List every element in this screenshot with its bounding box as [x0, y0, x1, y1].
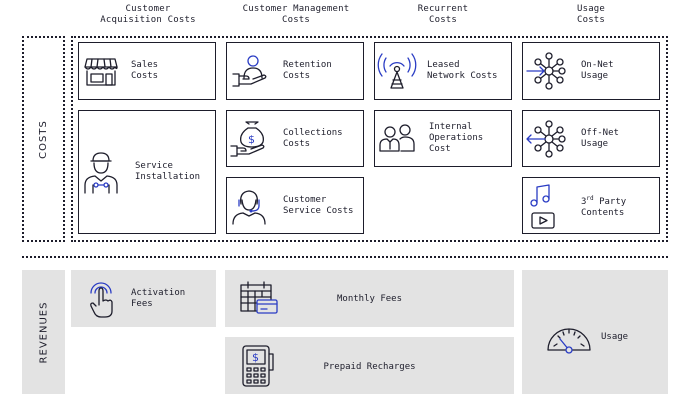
activation-fees-label: Activation Fees: [131, 287, 186, 309]
svg-text:$: $: [248, 133, 255, 146]
on-net-usage-label: On-Net Usage: [581, 60, 614, 81]
gauge-icon: [546, 322, 592, 357]
usage-revenue-card: Usage: [522, 270, 668, 394]
leased-network-costs-label: Leased Network Costs: [427, 60, 498, 81]
touch-icon: [71, 279, 131, 319]
costs-section-label: COSTS: [22, 36, 65, 242]
customer-service-costs-card: Customer Service Costs: [226, 177, 364, 234]
column-heading-usage: Usage Costs: [576, 4, 606, 25]
customer-service-costs-label: Customer Service Costs: [283, 194, 354, 216]
third-party-superscript: rd: [586, 194, 594, 202]
network-out-icon: [523, 119, 567, 158]
music-video-icon: [523, 183, 567, 229]
column-heading-acquisition: Customer Acquisition Costs: [100, 4, 196, 25]
off-net-usage-card: Off-Net Usage: [522, 110, 660, 167]
usage-revenue-label: Usage: [601, 332, 629, 342]
headset-agent-icon: [227, 186, 271, 226]
handshake-person-icon: [227, 54, 271, 88]
retention-costs-card: Retention Costs: [226, 42, 364, 100]
antenna-tower-icon: [375, 52, 419, 90]
money-bag-hand-icon: $: [227, 120, 271, 158]
team-icon: [375, 123, 419, 155]
off-net-usage-label: Off-Net Usage: [581, 127, 619, 149]
third-party-prefix: 3: [581, 196, 587, 207]
revenues-label-text: REVENUES: [38, 301, 49, 363]
prepaid-recharges-label: Prepaid Recharges: [323, 362, 416, 372]
svg-text:$: $: [252, 351, 259, 364]
leased-network-costs-card: Leased Network Costs: [374, 42, 512, 100]
technician-icon: [79, 149, 123, 195]
costs-label-text: COSTS: [37, 119, 49, 159]
retention-costs-label: Retention Costs: [283, 60, 332, 81]
third-party-rest: Party Contents: [581, 196, 627, 218]
costs-container: [71, 36, 668, 242]
internal-operations-card: Internal Operations Cost: [374, 110, 512, 167]
monthly-fees-label: Monthly Fees: [336, 294, 403, 304]
internal-operations-label: Internal Operations Cost: [429, 122, 484, 154]
network-in-icon: [523, 52, 567, 90]
collections-costs-card: $ Collections Costs: [226, 110, 364, 167]
store-icon: [79, 55, 123, 87]
revenues-section-label: REVENUES: [22, 270, 65, 394]
section-divider: [22, 256, 668, 258]
prepaid-recharges-card: $ Prepaid Recharges: [225, 337, 514, 394]
service-installation-card: Service Installation: [78, 110, 216, 234]
payment-terminal-icon: $: [239, 344, 275, 391]
activation-fees-card: Activation Fees: [71, 270, 216, 327]
sales-costs-card: Sales Costs: [78, 42, 216, 100]
third-party-contents-card: 3rd Party Contents: [522, 177, 660, 234]
monthly-fees-card: Monthly Fees: [225, 270, 514, 327]
on-net-usage-card: On-Net Usage: [522, 42, 660, 100]
service-installation-label: Service Installation: [135, 161, 201, 182]
calendar-card-icon: [239, 281, 279, 320]
third-party-contents-label: 3rd Party Contents: [581, 193, 626, 219]
column-heading-recurrent: Recurrent Costs: [417, 4, 469, 25]
sales-costs-label: Sales Costs: [131, 60, 159, 81]
column-heading-management: Customer Management Costs: [242, 4, 350, 25]
collections-costs-label: Collections Costs: [283, 127, 343, 149]
